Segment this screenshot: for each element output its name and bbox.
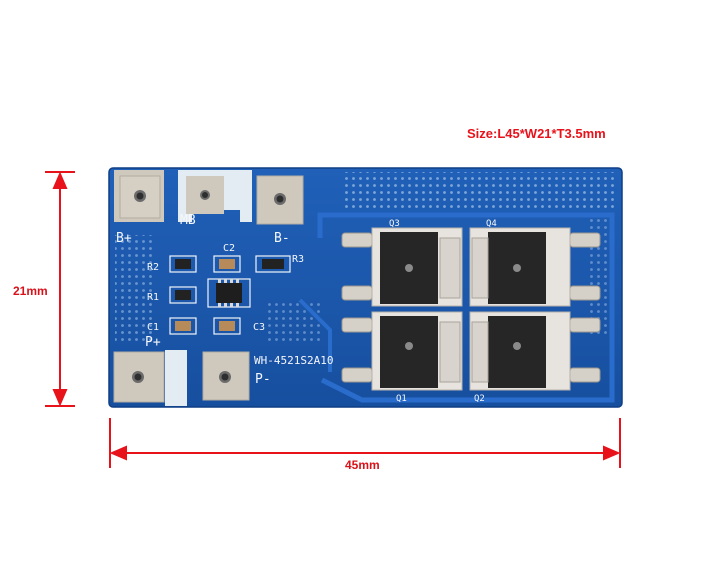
resistor-r3 (255, 255, 291, 273)
protection-ic (207, 278, 251, 308)
mb-label: MB (180, 213, 196, 228)
c1-label: C1 (147, 322, 159, 333)
resistor-r2 (169, 255, 197, 273)
p-minus-pad (202, 351, 250, 401)
height-dimension-label: 21mm (13, 284, 48, 298)
width-dimension-arrow (109, 418, 621, 468)
q2-label: Q2 (474, 394, 485, 404)
r2-label: R2 (147, 262, 159, 273)
capacitor-c1 (169, 317, 197, 335)
mosfet-q4 (469, 227, 601, 307)
mosfet-q1 (341, 311, 463, 391)
p-plus-pad (113, 350, 187, 406)
board-model-label: WH-4521S2A10 (254, 354, 333, 367)
size-caption: Size:L45*W21*T3.5mm (467, 126, 606, 141)
c3-label: C3 (253, 322, 265, 333)
mosfet-q3 (341, 227, 463, 307)
capacitor-c3 (213, 317, 241, 335)
width-dimension-label: 45mm (345, 458, 380, 472)
mb-pad (178, 170, 252, 222)
q3-label: Q3 (389, 219, 400, 229)
q4-label: Q4 (486, 219, 497, 229)
b-plus-pad (114, 170, 164, 222)
resistor-r1 (169, 286, 197, 304)
p-minus-label: P- (255, 372, 271, 387)
b-plus-label: B+ (116, 231, 132, 246)
q1-label: Q1 (396, 394, 407, 404)
r1-label: R1 (147, 292, 159, 303)
b-minus-pad (256, 175, 304, 225)
p-plus-label: P+ (145, 335, 161, 350)
r3-label: R3 (292, 254, 304, 265)
b-minus-label: B- (274, 231, 290, 246)
c2-label: C2 (223, 243, 235, 254)
capacitor-c2 (213, 255, 241, 273)
mosfet-q2 (469, 311, 601, 391)
height-dimension-arrow (45, 171, 75, 407)
